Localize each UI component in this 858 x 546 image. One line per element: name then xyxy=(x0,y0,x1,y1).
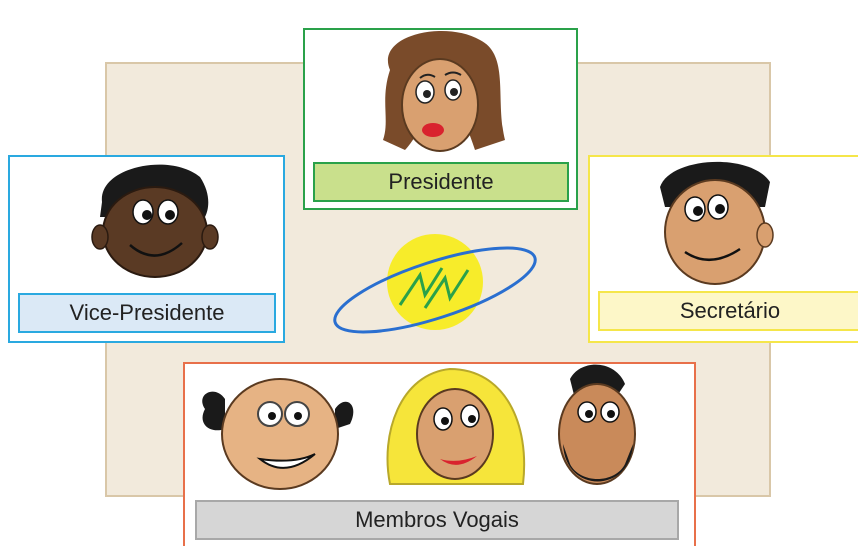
woman-face-icon xyxy=(383,31,505,152)
members-card: Membros Vogais xyxy=(183,362,696,546)
members-label: Membros Vogais xyxy=(195,500,679,540)
man-face-icon xyxy=(91,164,219,278)
vice-president-label: Vice-Presidente xyxy=(18,293,276,333)
members-faces xyxy=(202,364,636,490)
bald-man-face-icon xyxy=(202,378,354,490)
man-face-icon xyxy=(660,161,774,285)
bearded-man-face-icon xyxy=(558,364,636,485)
blonde-woman-face-icon xyxy=(386,367,526,485)
president-card: Presidente xyxy=(303,28,578,210)
secretary-label: Secretário xyxy=(598,291,858,331)
vice-president-card: Vice-Presidente xyxy=(8,155,285,343)
organization-logo-icon xyxy=(333,234,537,334)
president-label: Presidente xyxy=(313,162,569,202)
secretary-card: Secretário xyxy=(588,155,858,343)
